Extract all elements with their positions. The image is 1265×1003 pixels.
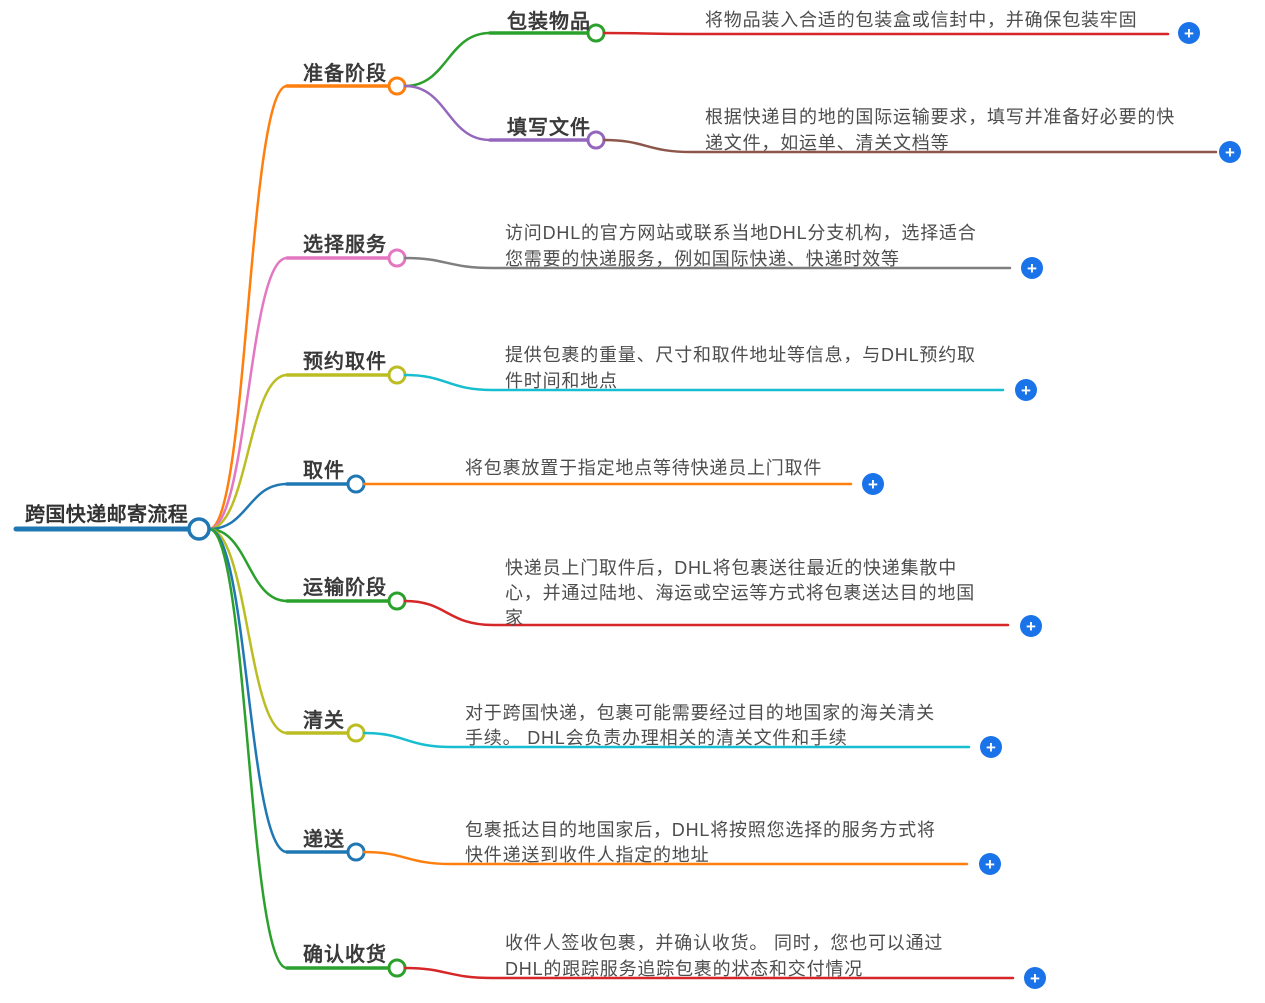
leaf-text-transport-line-2: 心，并通过陆地、海运或空运等方式将包裹送达目的地国 [505, 583, 975, 603]
node-circle-confirm-receipt[interactable] [387, 958, 407, 978]
leaf-underline-choose-service [403, 256, 1012, 270]
connector-root-pickup [207, 482, 289, 531]
node-circle-pickup[interactable] [346, 474, 366, 494]
leaf-text-transport-line-1: 快递员上门取件后，DHL将包裹送往最近的快递集散中 [505, 558, 958, 578]
leaf-text-book-pickup-line-1: 提供包裹的重量、尺寸和取件地址等信息，与DHL预约取 [505, 345, 976, 365]
leaf-text-fill-documents-line-1: 根据快递目的地的国际运输要求，填写并准备好必要的快 [705, 107, 1175, 127]
connector-root-confirm-receipt [207, 527, 289, 970]
leaf-text-book-pickup-line-2: 件时间和地点 [505, 371, 618, 391]
node-label-delivery[interactable]: 递送 [303, 829, 345, 851]
node-circle-delivery[interactable] [346, 842, 366, 862]
leaf-text-delivery-line-2: 快件递送到收件人指定的地址 [465, 845, 710, 865]
root-node-label[interactable]: 跨国快递邮寄流程 [25, 504, 189, 526]
node-circle-prepare[interactable] [387, 76, 407, 96]
node-label-transport[interactable]: 运输阶段 [303, 577, 387, 599]
add-child-button-book-pickup[interactable]: + [1015, 379, 1037, 401]
node-circle-book-pickup[interactable] [387, 365, 407, 385]
leaf-text-pack-items-line-1: 将物品装入合适的包装盒或信封中，并确保包装牢固 [705, 10, 1138, 30]
root-circle[interactable] [187, 517, 211, 541]
connector-prepare-fill-documents [403, 84, 492, 142]
leaf-underline-transport [403, 599, 1010, 627]
node-circle-customs[interactable] [346, 723, 366, 743]
connector-root-prepare [207, 84, 289, 531]
connector-root-choose-service [207, 256, 289, 531]
leaf-text-confirm-receipt-line-1: 收件人签收包裹，并确认收货。 同时，您也可以通过 [505, 933, 944, 953]
add-child-button-confirm-receipt[interactable]: + [1024, 967, 1046, 989]
leaf-text-choose-service-line-1: 访问DHL的官方网站或联系当地DHL分支机构，选择适合 [505, 223, 977, 243]
leaf-text-choose-service-line-2: 您需要的快递服务，例如国际快递、快递时效等 [505, 249, 900, 269]
add-child-button-pickup[interactable]: + [862, 473, 884, 495]
leaf-underline-delivery [362, 850, 969, 866]
node-label-choose-service[interactable]: 选择服务 [303, 234, 387, 256]
node-circle-transport[interactable] [387, 591, 407, 611]
leaf-underline-confirm-receipt [403, 966, 1015, 980]
connector-prepare-pack-items [403, 31, 492, 88]
node-label-fill-documents[interactable]: 填写文件 [507, 117, 591, 139]
node-label-pickup[interactable]: 取件 [303, 460, 345, 482]
connector-root-delivery [207, 527, 289, 854]
add-child-button-choose-service[interactable]: + [1021, 257, 1043, 279]
node-label-confirm-receipt[interactable]: 确认收货 [303, 944, 387, 966]
leaf-text-transport-line-3: 家 [505, 608, 524, 628]
node-circle-choose-service[interactable] [387, 248, 407, 268]
node-label-book-pickup[interactable]: 预约取件 [303, 351, 387, 373]
add-child-button-fill-documents[interactable]: + [1219, 141, 1241, 163]
connector-root-customs [207, 527, 289, 735]
node-label-customs[interactable]: 清关 [303, 710, 345, 732]
add-child-button-transport[interactable]: + [1020, 615, 1042, 637]
leaf-text-delivery-line-1: 包裹抵达目的地国家后，DHL将按照您选择的服务方式将 [465, 820, 936, 840]
leaf-underline-pack-items [602, 31, 1170, 36]
add-child-button-customs[interactable]: + [980, 736, 1002, 758]
node-label-pack-items[interactable]: 包装物品 [507, 11, 591, 33]
leaf-text-pickup-line-1: 将包裹放置于指定地点等待快递员上门取件 [465, 458, 823, 478]
leaf-underline-book-pickup [403, 373, 1005, 392]
leaf-text-customs-line-1: 对于跨国快递，包裹可能需要经过目的地国家的海关清关 [465, 703, 935, 723]
leaf-text-customs-line-2: 手续。 DHL会负责办理相关的清关文件和手续 [465, 728, 848, 748]
leaf-text-fill-documents-line-2: 递文件，如运单、清关文档等 [705, 133, 950, 153]
connector-root-book-pickup [207, 373, 289, 531]
leaf-underline-customs [362, 731, 971, 749]
leaf-text-confirm-receipt-line-2: DHL的跟踪服务追踪包裹的状态和交付情况 [505, 959, 864, 979]
add-child-button-pack-items[interactable]: + [1178, 22, 1200, 44]
connector-root-transport [207, 527, 289, 603]
node-label-prepare[interactable]: 准备阶段 [303, 63, 387, 85]
add-child-button-delivery[interactable]: + [979, 853, 1001, 875]
leaf-underline-fill-documents [602, 138, 1218, 154]
